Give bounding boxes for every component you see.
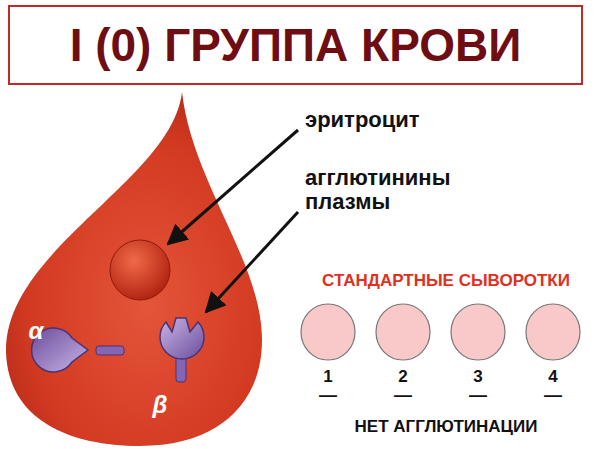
part-label: агглютинины плазмы — [305, 166, 475, 214]
result-caption: НЕТ АГГЛЮТИНАЦИИ — [355, 418, 538, 437]
result-mark: — — [319, 386, 337, 406]
agglutinin-beta — [160, 318, 204, 382]
antibody-label: β — [153, 392, 168, 418]
antibody-label: α — [29, 318, 44, 344]
leader-line — [206, 212, 298, 312]
serum-number: 4 — [548, 368, 557, 387]
agglutinin-alpha — [32, 328, 124, 372]
serum-number: 1 — [323, 368, 332, 387]
serum-heading: СТАНДАРТНЫЕ СЫВОРОТКИ — [322, 272, 570, 291]
leader-line — [168, 130, 298, 244]
serum-wells — [301, 304, 580, 360]
blood-drop — [6, 92, 262, 446]
erythrocyte — [110, 240, 170, 300]
title-box: I (0) ГРУППА КРОВИ — [8, 5, 583, 85]
result-mark: — — [394, 386, 412, 406]
result-mark: — — [544, 386, 562, 406]
serum-number: 2 — [398, 368, 407, 387]
serum-number: 3 — [473, 368, 482, 387]
title: I (0) ГРУППА КРОВИ — [70, 18, 522, 72]
part-label: эритроцит — [305, 108, 420, 132]
result-mark: — — [469, 386, 487, 406]
